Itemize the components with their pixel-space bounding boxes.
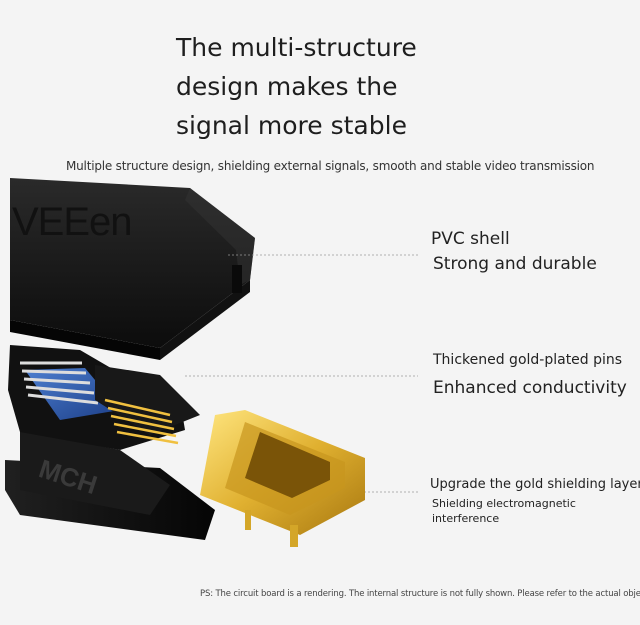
pvc-shell-title: PVC shell	[431, 229, 510, 249]
footnote: PS: The circuit board is a rendering. Th…	[200, 589, 640, 599]
headline-line-1: The multi-structure	[176, 33, 417, 62]
headline: The multi-structure design makes the sig…	[176, 28, 417, 145]
pins-title: Thickened gold-plated pins	[433, 352, 623, 368]
pvc-shell-desc: Strong and durable	[433, 254, 597, 274]
brand-watermark: VEEen	[12, 200, 133, 244]
shield-desc-line-1: Shielding electromagnetic	[432, 497, 576, 510]
pvc-shell-bottom: MCH	[5, 430, 215, 540]
pvc-shell-top	[10, 178, 255, 360]
circuit-board	[8, 345, 200, 450]
shield-desc-line-2: interference	[432, 512, 500, 525]
hdmi-adapter-exploded-illustration: MCH	[5, 178, 418, 547]
shield-title: Upgrade the gold shielding layer	[430, 477, 640, 492]
callout-lines	[185, 254, 418, 493]
pins-desc: Enhanced conductivity	[433, 378, 627, 398]
gold-shielding-connector	[200, 410, 365, 547]
headline-line-2: design makes the	[176, 72, 398, 101]
subheadline: Multiple structure design, shielding ext…	[66, 159, 595, 173]
headline-line-3: signal more stable	[176, 111, 407, 140]
gold-plated-pins	[104, 398, 179, 445]
contact-pins	[20, 361, 99, 405]
